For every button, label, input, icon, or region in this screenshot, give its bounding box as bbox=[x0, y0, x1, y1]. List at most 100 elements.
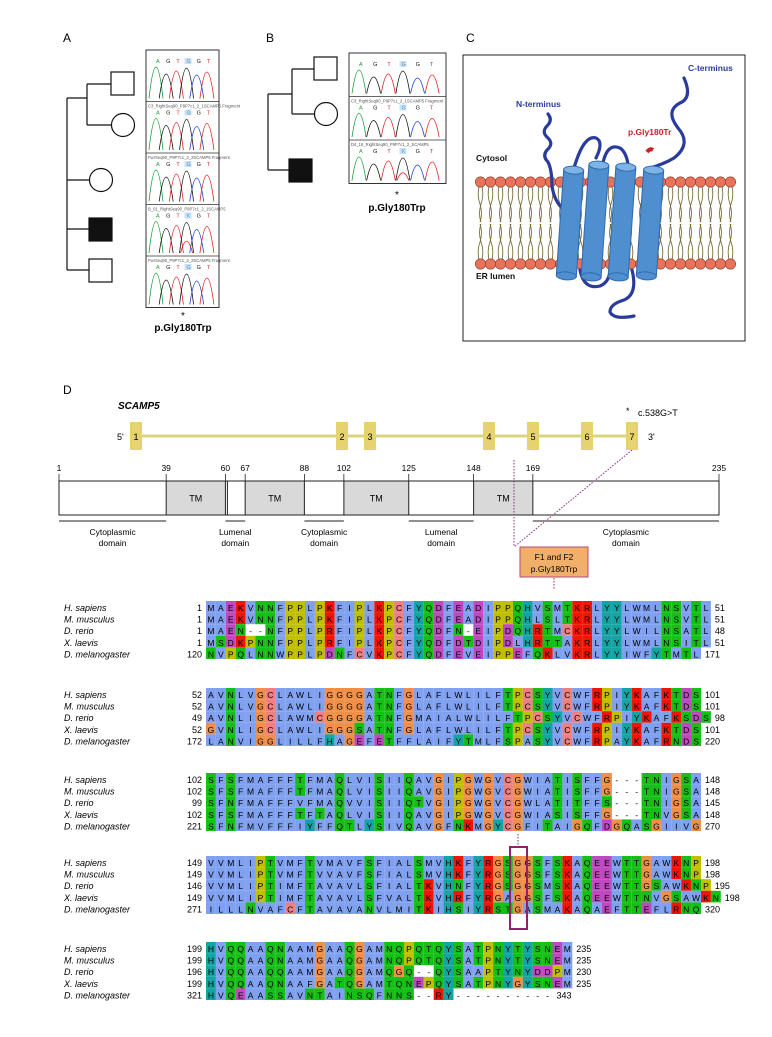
residue-cell bbox=[562, 784, 573, 797]
residue-cell bbox=[433, 856, 444, 868]
residue-letter: P bbox=[287, 638, 293, 648]
residue-letter: A bbox=[248, 967, 254, 977]
gene-name: SCAMP5 bbox=[118, 401, 160, 412]
tm-label: TM bbox=[189, 494, 202, 504]
residue-letter: W bbox=[613, 858, 621, 868]
residue-letter: F bbox=[505, 713, 510, 723]
base-call: G bbox=[416, 106, 420, 112]
residue-letter: M bbox=[643, 615, 650, 625]
residue-cell bbox=[344, 807, 355, 820]
residue-letter: R bbox=[455, 893, 461, 903]
residue-letter: I bbox=[487, 615, 489, 625]
residue-cell bbox=[324, 796, 335, 808]
trace-peak bbox=[168, 173, 184, 202]
residue-letter: S bbox=[376, 787, 382, 797]
residue-letter: M bbox=[287, 858, 294, 868]
residue-cell bbox=[512, 612, 523, 625]
residue-cell bbox=[423, 796, 434, 808]
residue-cell bbox=[592, 784, 602, 797]
residue-letter: A bbox=[466, 603, 472, 613]
residue-cell bbox=[532, 722, 543, 735]
residue-cell bbox=[423, 647, 434, 659]
residue-cell bbox=[512, 624, 523, 636]
residue-cell bbox=[611, 635, 622, 648]
residue-letter: R bbox=[485, 881, 491, 891]
residue-letter: F bbox=[525, 821, 530, 831]
residue-cell bbox=[413, 711, 424, 723]
residue-letter: E bbox=[456, 603, 462, 613]
residue-letter: Y bbox=[446, 979, 452, 989]
residue-letter: A bbox=[287, 979, 293, 989]
residue-letter: M bbox=[247, 821, 254, 831]
residue-letter: C bbox=[525, 725, 531, 735]
residue-cell bbox=[225, 711, 236, 723]
residue-letter: M bbox=[227, 870, 234, 880]
residue-letter: K bbox=[574, 615, 580, 625]
residue-cell bbox=[423, 635, 434, 648]
residue-cell bbox=[433, 879, 444, 891]
residue-cell bbox=[384, 988, 395, 1000]
residue-letter: A bbox=[505, 893, 511, 903]
residue-letter: I bbox=[477, 725, 479, 735]
residue-cell bbox=[255, 612, 266, 625]
residue-cell bbox=[275, 711, 286, 723]
residue-letter: V bbox=[218, 979, 224, 989]
residue-letter: H bbox=[445, 870, 451, 880]
residue-letter: F bbox=[337, 615, 342, 625]
residue-cell bbox=[235, 711, 246, 723]
residue-letter: P bbox=[357, 638, 363, 648]
trace-peak bbox=[148, 272, 164, 305]
residue-cell bbox=[582, 773, 593, 785]
residue-cell bbox=[641, 784, 652, 797]
residue-letter: A bbox=[258, 956, 264, 966]
residue-cell bbox=[344, 879, 355, 891]
trace-peak bbox=[395, 157, 411, 181]
residue-cell bbox=[235, 988, 246, 1000]
residue-letter: F bbox=[446, 626, 451, 636]
row-start: 99 bbox=[192, 798, 202, 808]
residue-cell bbox=[344, 635, 355, 648]
residue-letter: N bbox=[643, 893, 649, 903]
residue-letter: D bbox=[327, 649, 333, 659]
residue-cell bbox=[215, 807, 226, 820]
residue-letter: M bbox=[287, 893, 294, 903]
residue-letter: F bbox=[268, 798, 273, 808]
residue-cell bbox=[334, 734, 345, 746]
trace-peak bbox=[380, 160, 396, 181]
row-start: 102 bbox=[187, 775, 202, 785]
residue-cell bbox=[493, 635, 503, 648]
base-call: T bbox=[387, 106, 391, 112]
residue-cell bbox=[552, 807, 563, 820]
residue-cell bbox=[493, 773, 503, 785]
residue-cell bbox=[235, 879, 246, 891]
residue-cell bbox=[611, 856, 622, 868]
lipid-head bbox=[684, 176, 696, 188]
residue-letter: F bbox=[446, 603, 451, 613]
residue-cell bbox=[483, 965, 494, 977]
residue-cell bbox=[324, 711, 335, 723]
species-name: D. rerio bbox=[64, 713, 94, 723]
residue-cell bbox=[354, 635, 365, 648]
residue-letter: F bbox=[307, 979, 312, 989]
residue-cell bbox=[681, 796, 692, 808]
residue-letter: I bbox=[348, 615, 350, 625]
residue-letter: T bbox=[624, 881, 629, 891]
residue-cell bbox=[265, 879, 276, 891]
lipid-head bbox=[484, 258, 496, 270]
residue-cell bbox=[691, 612, 701, 625]
residue-letter: Q bbox=[435, 979, 442, 989]
residue-cell bbox=[532, 711, 543, 723]
residue-letter: K bbox=[565, 904, 571, 914]
residue-cell bbox=[473, 902, 484, 914]
residue-letter: L bbox=[624, 638, 629, 648]
residue-cell bbox=[453, 612, 464, 625]
residue-cell bbox=[305, 976, 315, 989]
residue-letter: K bbox=[574, 603, 580, 613]
residue-cell bbox=[691, 879, 701, 891]
residue-cell bbox=[324, 807, 335, 820]
residue-cell bbox=[681, 734, 692, 746]
residue-letter: Q bbox=[425, 638, 432, 648]
residue-cell bbox=[532, 796, 543, 808]
residue-cell bbox=[473, 807, 484, 820]
residue-letter: P bbox=[386, 603, 392, 613]
